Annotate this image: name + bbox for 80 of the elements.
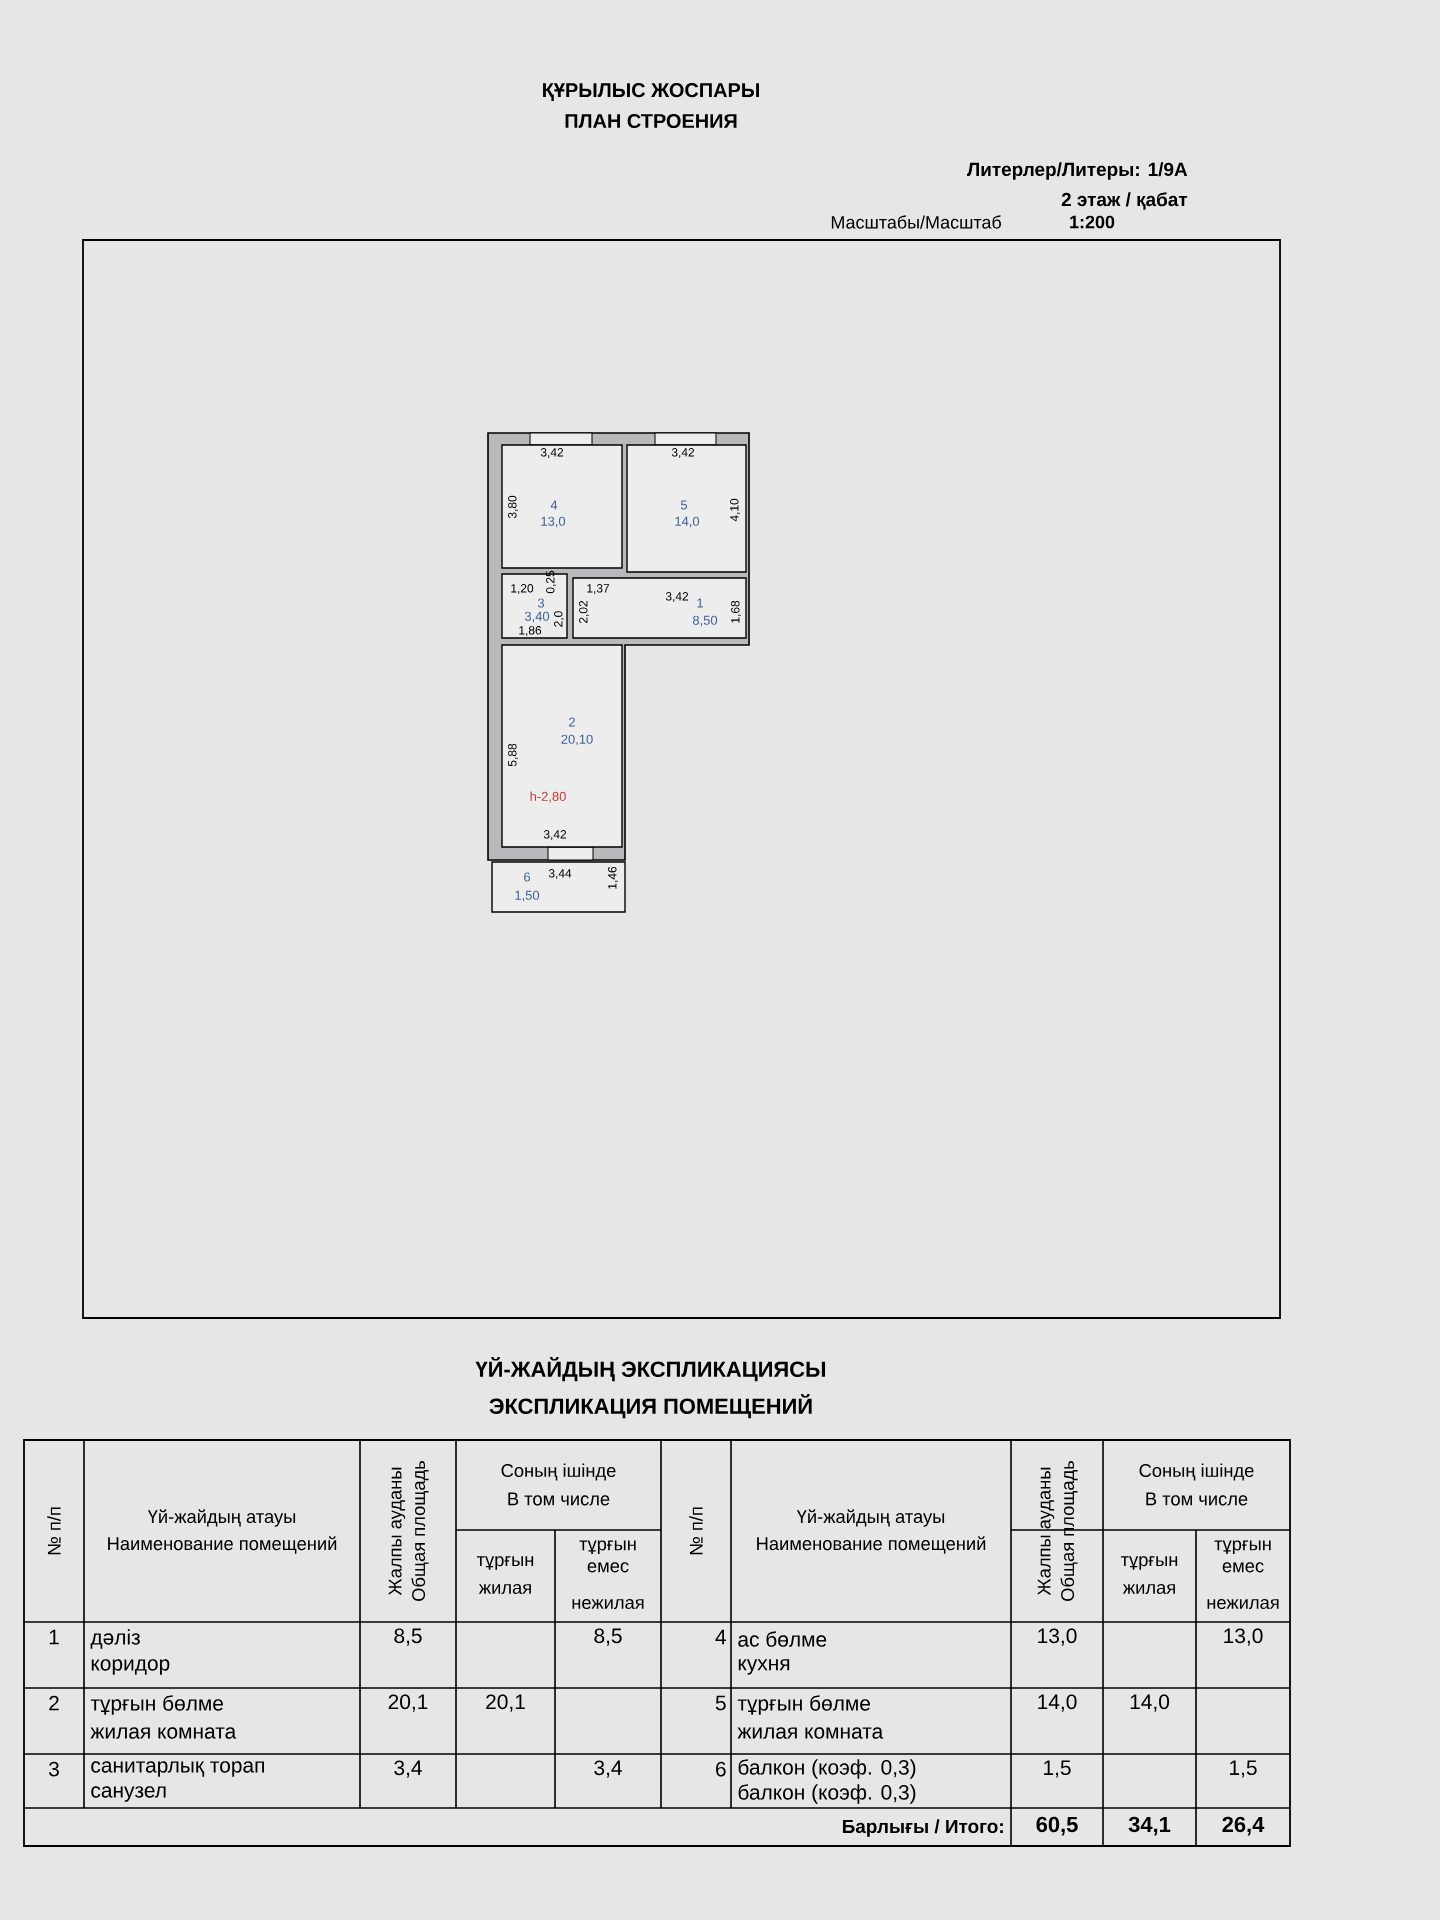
column-header: Общая площадь — [411, 1460, 429, 1601]
dimension-label: 4,10 — [730, 498, 740, 522]
room-name: кухня — [738, 1659, 790, 1675]
row-number: 5 — [715, 1695, 726, 1711]
room-name: коридор — [91, 1659, 170, 1675]
dimension-label: 1,68 — [731, 600, 741, 623]
dimension-label: 5,88 — [508, 743, 518, 767]
dimension-label: 1,46 — [608, 866, 618, 889]
room-name: балкон (коэф. 0,3) — [738, 1759, 916, 1779]
dimension-label: 3,42 — [665, 592, 689, 602]
column-header: Жалпы ауданы — [1037, 1467, 1055, 1596]
dimension-label: 1,37 — [587, 584, 610, 594]
column-header: № п/п — [689, 1507, 703, 1555]
column-header: Үй-жайдың атауы — [796, 1509, 945, 1527]
column-header: тұрғын — [476, 1556, 534, 1570]
area-value: 20,1 — [486, 1694, 525, 1712]
room-name: санитарлық торап — [91, 1761, 264, 1777]
area-value: 8,5 — [394, 1628, 422, 1646]
drawing-info: Масштабы/Масштаб — [831, 215, 1001, 229]
total-value: 26,4 — [1222, 1816, 1265, 1836]
column-header: Наименование помещений — [757, 1536, 986, 1554]
drawing-info: Литерлер/Литеры: 1/9А — [967, 162, 1188, 180]
column-header: Наименование помещений — [108, 1536, 337, 1554]
table-title: ЭКСПЛИКАЦИЯ ПОМЕЩЕНИЙ — [489, 1393, 812, 1419]
room-name: тұрғын бөлме — [737, 1695, 870, 1715]
row-number: 3 — [48, 1761, 59, 1777]
room-name: санузел — [91, 1786, 166, 1802]
area-value: 3,4 — [594, 1760, 622, 1778]
heading: ҚҰРЫЛЫС ЖОСПАРЫ — [543, 83, 759, 101]
column-header: Соның ішінде — [501, 1463, 616, 1481]
room-name: балкон (коэф. 0,3) — [738, 1784, 916, 1804]
area-value: 3,4 — [394, 1760, 422, 1778]
table-title: ҮЙ-ЖАЙДЫҢ ЭКСПЛИКАЦИЯСЫ — [475, 1356, 825, 1382]
dimension-label: 1,20 — [511, 584, 534, 594]
room-name: ас бөлме — [738, 1631, 827, 1647]
room-name: жилая комната — [90, 1727, 237, 1739]
area-value: 13,0 — [1224, 1628, 1263, 1646]
dimension-label: 3,42 — [540, 448, 564, 458]
room-name: жилая комната — [737, 1727, 884, 1739]
column-header: жилая — [478, 1584, 531, 1595]
dimension-label: 3,44 — [548, 869, 572, 879]
dimension-label: 2,02 — [579, 600, 589, 624]
heading: ПЛАН СТРОЕНИЯ — [565, 113, 737, 129]
column-header: № п/п — [47, 1507, 61, 1555]
total-value: 60,5 — [1036, 1816, 1078, 1836]
total-value: 34,1 — [1128, 1816, 1171, 1836]
room-name: дәліз — [90, 1629, 140, 1649]
dimension-label: 3,80 — [508, 495, 518, 519]
column-header: В том числе — [508, 1492, 610, 1506]
column-header: жилая — [1122, 1584, 1175, 1595]
column-header: Соның ішінде — [1139, 1463, 1254, 1481]
drawing-info: 2 этаж / қабат — [1061, 192, 1188, 210]
column-header: В том числе — [1146, 1492, 1248, 1506]
area-value: 13,0 — [1038, 1628, 1077, 1646]
dimension-label: 3,42 — [543, 830, 567, 840]
column-header: Жалпы ауданы — [388, 1467, 406, 1596]
dimension-label: 3,42 — [671, 448, 695, 458]
area-value: 14,0 — [1038, 1694, 1077, 1712]
area-value: 8,5 — [594, 1628, 622, 1646]
column-header: нежилая — [1207, 1599, 1279, 1610]
total-label: Барлығы / Итого: — [842, 1819, 1003, 1837]
area-value: 20,1 — [388, 1694, 428, 1712]
row-number: 6 — [716, 1761, 726, 1777]
column-header: Үй-жайдың атауы — [147, 1509, 296, 1527]
height-label: h-2,80 — [530, 791, 566, 803]
column-header: тұрғын емес — [1214, 1540, 1271, 1573]
row-number: 1 — [49, 1629, 59, 1645]
column-header: нежилая — [572, 1599, 644, 1610]
drawing-info: 1:200 — [1070, 215, 1115, 229]
area-value: 1,5 — [1230, 1760, 1257, 1778]
area-value: 1,5 — [1044, 1760, 1071, 1778]
area-value: 14,0 — [1130, 1694, 1170, 1712]
dimension-label: 1,86 — [519, 626, 542, 636]
row-number: 2 — [49, 1695, 59, 1711]
row-number: 4 — [715, 1629, 726, 1645]
dimension-label: 2,0 — [554, 611, 564, 627]
room-name: тұрғын бөлме — [90, 1695, 223, 1715]
column-header: тұрғын — [1120, 1556, 1178, 1570]
column-header: Общая площадь — [1060, 1460, 1078, 1601]
column-header: тұрғын емес — [579, 1540, 636, 1573]
